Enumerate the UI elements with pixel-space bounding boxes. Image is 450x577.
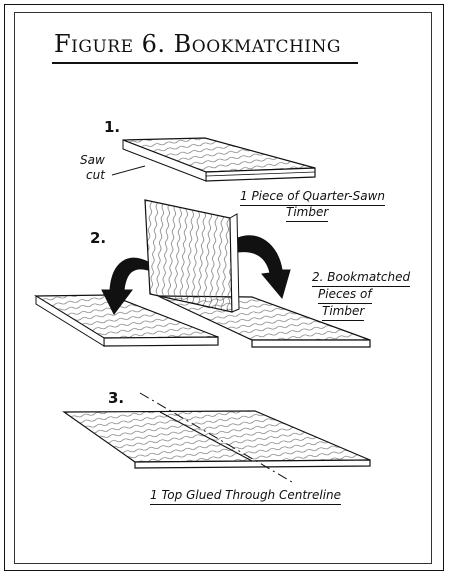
step-1-number: 1. [104,118,121,136]
step-1-caption-line2: Timber [286,205,329,222]
curved-arrow-up-icon [101,257,149,315]
step-2-number: 2. [90,229,107,247]
figure-title: Figure 6. Bookmatching [54,30,341,58]
step-3-number: 3. [108,389,125,407]
title-underline [52,62,358,64]
left-bookmatched-board [33,294,219,347]
saw-cut-label-line1: Saw [80,153,105,167]
upright-board [144,199,240,313]
step-2-caption-line2: Pieces of [318,287,372,304]
centreline [139,392,293,483]
curved-arrow-down-icon [237,235,291,300]
step-3-caption: 1 Top Glued Through Centreline [150,488,342,505]
quarter-sawn-board [122,137,316,182]
glued-top-board [62,410,371,469]
inner-border [14,12,432,564]
saw-cut-label-line2: cut [86,168,105,182]
saw-cut-pointer [111,165,146,176]
step-2-caption-line3: Timber [322,304,365,321]
outer-border [4,4,444,571]
step-1-caption-line1: 1 Piece of Quarter-Sawn [240,189,386,206]
step-2-caption-line1: 2. Bookmatched [312,270,411,287]
